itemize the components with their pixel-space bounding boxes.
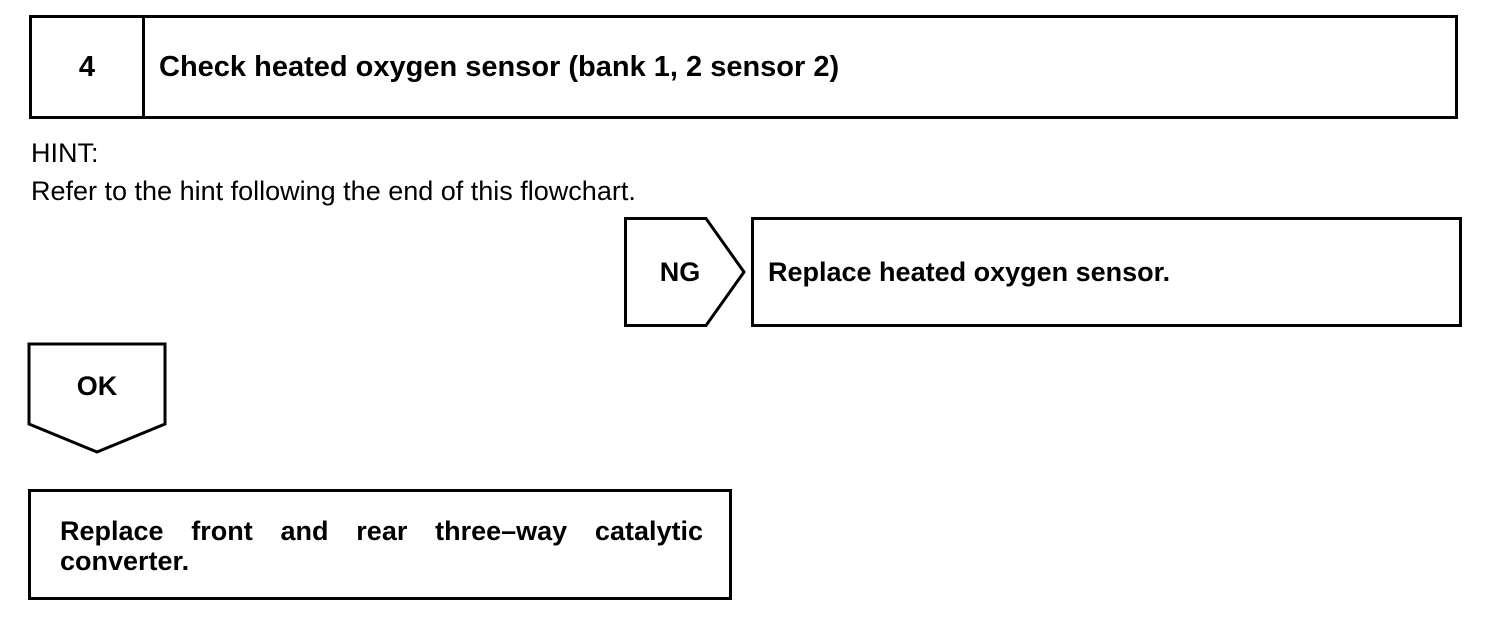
ng-action-box: Replace heated oxygen sensor. [751, 217, 1462, 327]
ok-action-text: Replace front and rear three–way catalyt… [60, 516, 703, 576]
ok-label: OK [76, 370, 118, 401]
hint-label: HINT: [31, 138, 99, 168]
ng-action-text: Replace heated oxygen sensor. [768, 256, 1171, 287]
hint-text: Refer to the hint following the end of t… [31, 176, 636, 206]
ng-label: NG [659, 256, 701, 287]
ok-action-box: Replace front and rear three–way catalyt… [28, 489, 732, 600]
step-number: 4 [32, 18, 145, 116]
step-title: Check heated oxygen sensor (bank 1, 2 se… [159, 50, 840, 83]
ok-arrow-shape [27, 342, 167, 454]
ng-arrow-shape [624, 217, 746, 327]
step-header-box: 4 Check heated oxygen sensor (bank 1, 2 … [29, 15, 1458, 119]
